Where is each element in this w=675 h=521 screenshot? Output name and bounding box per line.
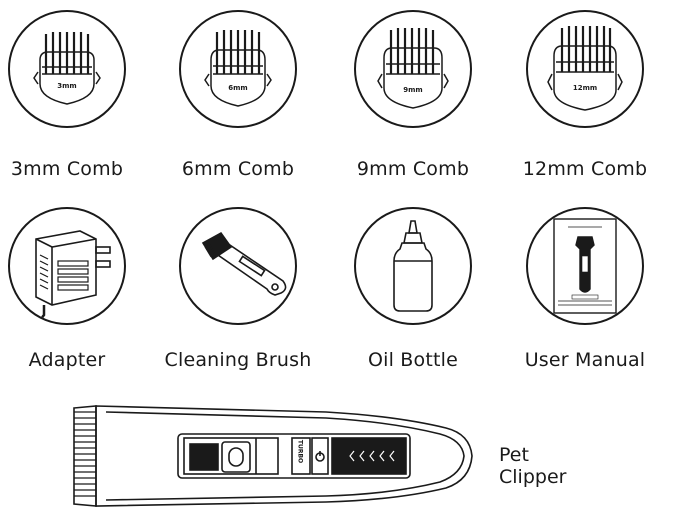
comb-9mm-size-text: 9mm (403, 86, 423, 94)
user-manual-icon (526, 207, 644, 325)
comb-6mm-icon: 6mm (179, 10, 297, 128)
cleaning-brush-icon (179, 207, 297, 325)
comb-12mm-label: 12mm Comb (522, 158, 648, 180)
user-manual-label: User Manual (524, 349, 646, 371)
adapter-label: Adapter (28, 349, 106, 371)
oil-bottle-label: Oil Bottle (367, 349, 459, 371)
pet-clipper-label: Pet Clipper (499, 444, 567, 488)
comb-3mm-label: 3mm Comb (10, 158, 124, 180)
comb-3mm-icon: 3mm (8, 10, 126, 128)
comb-12mm-icon: 12mm (526, 10, 644, 128)
comb-3mm-size-text: 3mm (57, 82, 77, 90)
oil-bottle-icon (354, 207, 472, 325)
comb-6mm-label: 6mm Comb (181, 158, 295, 180)
turbo-text: TURBO (296, 439, 304, 464)
pet-clipper-icon (73, 405, 473, 507)
comb-6mm-size-text: 6mm (228, 84, 248, 92)
adapter-icon (8, 207, 126, 325)
comb-9mm-label: 9mm Comb (356, 158, 470, 180)
comb-12mm-size-text: 12mm (572, 84, 598, 92)
comb-9mm-icon: 9mm (354, 10, 472, 128)
cleaning-brush-label: Cleaning Brush (164, 349, 312, 371)
